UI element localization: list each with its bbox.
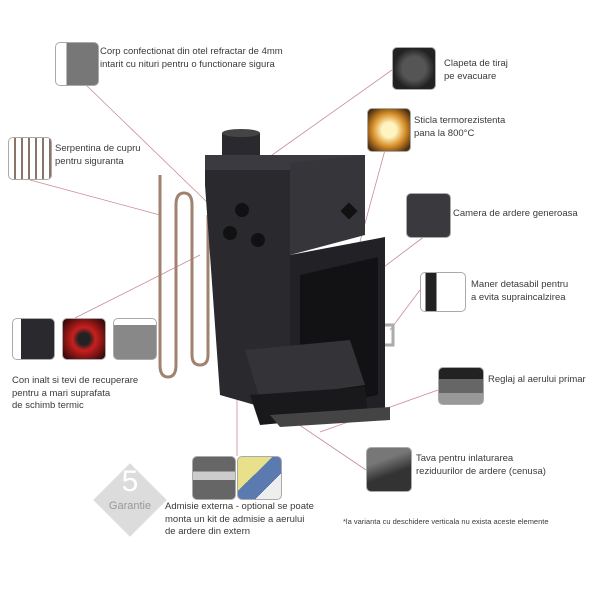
callout-camera: Camera de ardere generoasa	[453, 208, 578, 221]
callout-line: intarit cu nituri pentru o functionare s…	[100, 58, 275, 70]
callout-tava: Tava pentru inlaturarea reziduurilor de …	[416, 453, 546, 478]
cone-thumbnail-2	[62, 318, 106, 360]
callout-corp: Corp confectionat din otel refractar de …	[100, 46, 283, 71]
callout-line: a evita supraincalzirea	[471, 291, 566, 303]
leader-con	[74, 254, 201, 319]
callout-line: de ardere din extern	[165, 526, 251, 537]
callout-admisie: Admisie externa - optional se poate mont…	[165, 501, 314, 539]
handle-thumbnail	[420, 272, 466, 312]
callout-line: Admisie externa - optional se poate	[165, 501, 314, 512]
callout-line: Clapeta de tiraj	[444, 58, 508, 69]
air-control-thumbnail	[438, 367, 484, 405]
warranty-years: 5	[121, 465, 139, 498]
leader-maner	[389, 289, 421, 331]
callout-line: Sticla termorezistenta	[414, 115, 506, 126]
callout-con: Con inalt si tevi de recuperare pentru a…	[12, 375, 138, 413]
copper-coil-thumbnail	[8, 137, 52, 180]
callout-line: Serpentina de cupru	[55, 143, 141, 154]
glass-thumbnail	[367, 108, 411, 152]
callout-line: monta un kit de admisie a aerului	[165, 513, 305, 525]
leader-corp	[84, 83, 211, 206]
copper-coil	[158, 175, 210, 379]
callout-line: Maner detasabil pentru	[471, 279, 569, 290]
callout-line: Camera de ardere generoasa	[453, 208, 578, 219]
callout-line: Tava pentru inlaturarea	[416, 453, 514, 464]
callout-line: pentru a mari suprafata	[12, 387, 111, 399]
fireplace-insert-illustration	[158, 129, 395, 427]
callout-line: pentru siguranta	[55, 155, 124, 167]
external-intake-thumbnail-2	[237, 456, 282, 500]
callout-sticla: Sticla termorezistenta pana la 800°C	[414, 115, 505, 140]
cone-thumbnail-3	[113, 318, 157, 360]
leader-clapeta	[264, 69, 393, 161]
callout-line: Reglaj al aerului primar	[488, 374, 586, 385]
ash-tray-thumbnail	[366, 447, 412, 492]
leader-sticla	[354, 149, 386, 261]
callout-serpentina: Serpentina de cupru pentru siguranta	[55, 143, 141, 168]
combustion-chamber-thumbnail	[406, 193, 451, 238]
callout-line: pe evacuare	[444, 70, 497, 82]
handle	[385, 323, 395, 347]
callout-maner: Maner detasabil pentru a evita suprainca…	[471, 279, 568, 304]
callout-line: pana la 800°C	[414, 127, 475, 139]
warranty-label: Garantie	[108, 500, 152, 512]
steel-body-thumbnail	[55, 42, 99, 86]
cone-thumbnail-1	[12, 318, 55, 360]
callout-line: reziduurilor de ardere (cenusa)	[416, 465, 546, 477]
external-intake-thumbnail-1	[192, 456, 236, 500]
callout-line: Corp confectionat din otel refractar de …	[100, 46, 283, 57]
flue-damper-thumbnail	[392, 47, 436, 90]
callout-reglaj: Reglaj al aerului primar	[488, 374, 586, 387]
footnote: *la varianta cu deschidere verticala nu …	[343, 517, 549, 526]
callout-line: Con inalt si tevi de recuperare	[12, 375, 139, 386]
leader-tava	[294, 421, 367, 471]
callout-clapeta: Clapeta de tiraj pe evacuare	[444, 58, 508, 83]
callout-line: de schimb termic	[12, 400, 84, 411]
leader-serpentina	[29, 179, 161, 216]
